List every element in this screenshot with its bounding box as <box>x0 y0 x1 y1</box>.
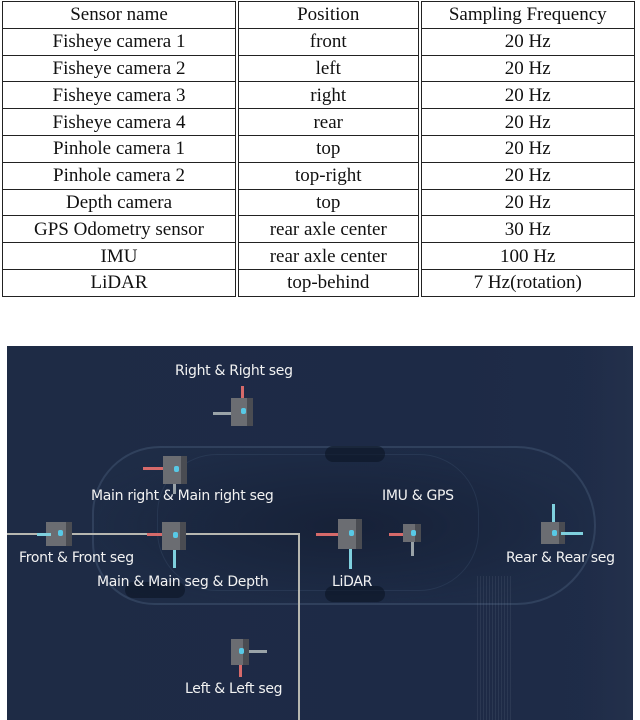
label-lidar: LiDAR <box>332 574 373 590</box>
label-left: Left & Left seg <box>185 681 283 697</box>
table-header-row: Sensor name Position Sampling Frequency <box>2 1 635 29</box>
rear-camera-box <box>541 522 565 544</box>
cell-position: top <box>235 134 420 163</box>
table-row: Fisheye camera 3 right 20 Hz <box>2 81 635 110</box>
lens-dot <box>57 530 63 537</box>
cell-frequency: 20 Hz <box>417 161 635 190</box>
cell-position: rear <box>235 108 420 136</box>
label-front: Front & Front seg <box>19 550 134 566</box>
main-camera-box <box>162 522 186 550</box>
axis-arrow <box>349 549 352 569</box>
sensor-layout-figure: Right & Right seg Main right & Main righ… <box>7 346 633 720</box>
lens-dot <box>411 530 417 537</box>
axis-arrow <box>411 542 414 556</box>
axis-arrow <box>147 533 162 536</box>
lens-dot <box>173 465 179 472</box>
label-rear: Rear & Rear seg <box>506 550 615 566</box>
label-main: Main & Main seg & Depth <box>97 574 269 590</box>
car-wheel-bottom-rear <box>325 586 385 602</box>
axis-arrow <box>37 533 51 536</box>
cell-position: rear axle center <box>235 215 420 244</box>
cell-position: front <box>235 27 420 56</box>
cell-sensor: Fisheye camera 1 <box>2 27 238 56</box>
axis-arrow <box>316 533 338 536</box>
axis-arrow <box>173 484 176 494</box>
cell-frequency: 20 Hz <box>417 27 635 56</box>
cell-sensor: GPS Odometry sensor <box>2 215 238 244</box>
cell-frequency: 20 Hz <box>417 54 635 83</box>
table-row: GPS Odometry sensor rear axle center 30 … <box>2 215 635 244</box>
cell-sensor: Fisheye camera 4 <box>2 108 238 136</box>
header-position: Position <box>235 1 420 29</box>
table-row: Fisheye camera 4 rear 20 Hz <box>2 108 635 136</box>
table-row: IMU rear axle center 100 Hz <box>2 242 635 270</box>
main-right-camera-box <box>163 456 187 484</box>
axis-arrow <box>241 386 244 398</box>
cell-position: left <box>235 54 420 83</box>
cell-position: top <box>235 188 420 217</box>
lidar-box <box>338 519 362 549</box>
axis-arrow <box>249 650 267 653</box>
axis-arrow <box>213 412 231 415</box>
label-imu-gps: IMU & GPS <box>382 488 454 504</box>
car-roof-outline <box>157 454 479 591</box>
cell-sensor: Pinhole camera 2 <box>2 161 238 190</box>
cell-frequency: 100 Hz <box>417 242 635 270</box>
rig-vertical-line <box>298 533 300 720</box>
header-sensor-name: Sensor name <box>2 1 238 29</box>
lens-dot <box>240 407 246 414</box>
cell-frequency: 7 Hz(rotation) <box>417 268 635 297</box>
cell-position: top-behind <box>235 268 420 297</box>
lens-dot <box>551 529 557 536</box>
cell-frequency: 20 Hz <box>417 188 635 217</box>
table-row: Fisheye camera 2 left 20 Hz <box>2 54 635 83</box>
axis-arrow <box>173 550 176 568</box>
cell-frequency: 20 Hz <box>417 134 635 163</box>
cell-sensor: Depth camera <box>2 188 238 217</box>
lens-dot <box>348 529 354 536</box>
imu-gps-box <box>403 524 421 542</box>
cell-frequency: 20 Hz <box>417 81 635 110</box>
axis-arrow <box>143 467 163 470</box>
cell-frequency: 20 Hz <box>417 108 635 136</box>
cell-sensor: Fisheye camera 2 <box>2 54 238 83</box>
cell-sensor: Fisheye camera 3 <box>2 81 238 110</box>
lens-dot <box>239 648 245 655</box>
axis-arrow <box>389 533 403 536</box>
axis-arrow <box>239 665 242 677</box>
table-row: Pinhole camera 2 top-right 20 Hz <box>2 161 635 190</box>
label-right: Right & Right seg <box>175 363 293 379</box>
table-row: Fisheye camera 1 front 20 Hz <box>2 27 635 56</box>
axis-arrow <box>561 532 583 535</box>
cell-sensor: Pinhole camera 1 <box>2 134 238 163</box>
cell-sensor: IMU <box>2 242 238 270</box>
header-sampling-frequency: Sampling Frequency <box>417 1 635 29</box>
car-wheel-bottom-front <box>125 582 185 598</box>
lens-dot <box>172 531 178 538</box>
cell-position: right <box>235 81 420 110</box>
table-row: LiDAR top-behind 7 Hz(rotation) <box>2 268 635 297</box>
car-wheel-top-rear <box>325 446 385 462</box>
cell-frequency: 30 Hz <box>417 215 635 244</box>
sensor-table: Sensor name Position Sampling Frequency … <box>2 1 635 297</box>
table-row: Pinhole camera 1 top 20 Hz <box>2 134 635 163</box>
cell-position: top-right <box>235 161 420 190</box>
cell-sensor: LiDAR <box>2 268 238 297</box>
left-camera-box <box>231 639 249 665</box>
cell-position: rear axle center <box>235 242 420 270</box>
axis-arrow <box>552 504 555 522</box>
shadow-stripe <box>477 576 511 720</box>
table-row: Depth camera top 20 Hz <box>2 188 635 217</box>
label-main-right: Main right & Main right seg <box>91 488 274 504</box>
right-camera-box <box>231 398 253 426</box>
